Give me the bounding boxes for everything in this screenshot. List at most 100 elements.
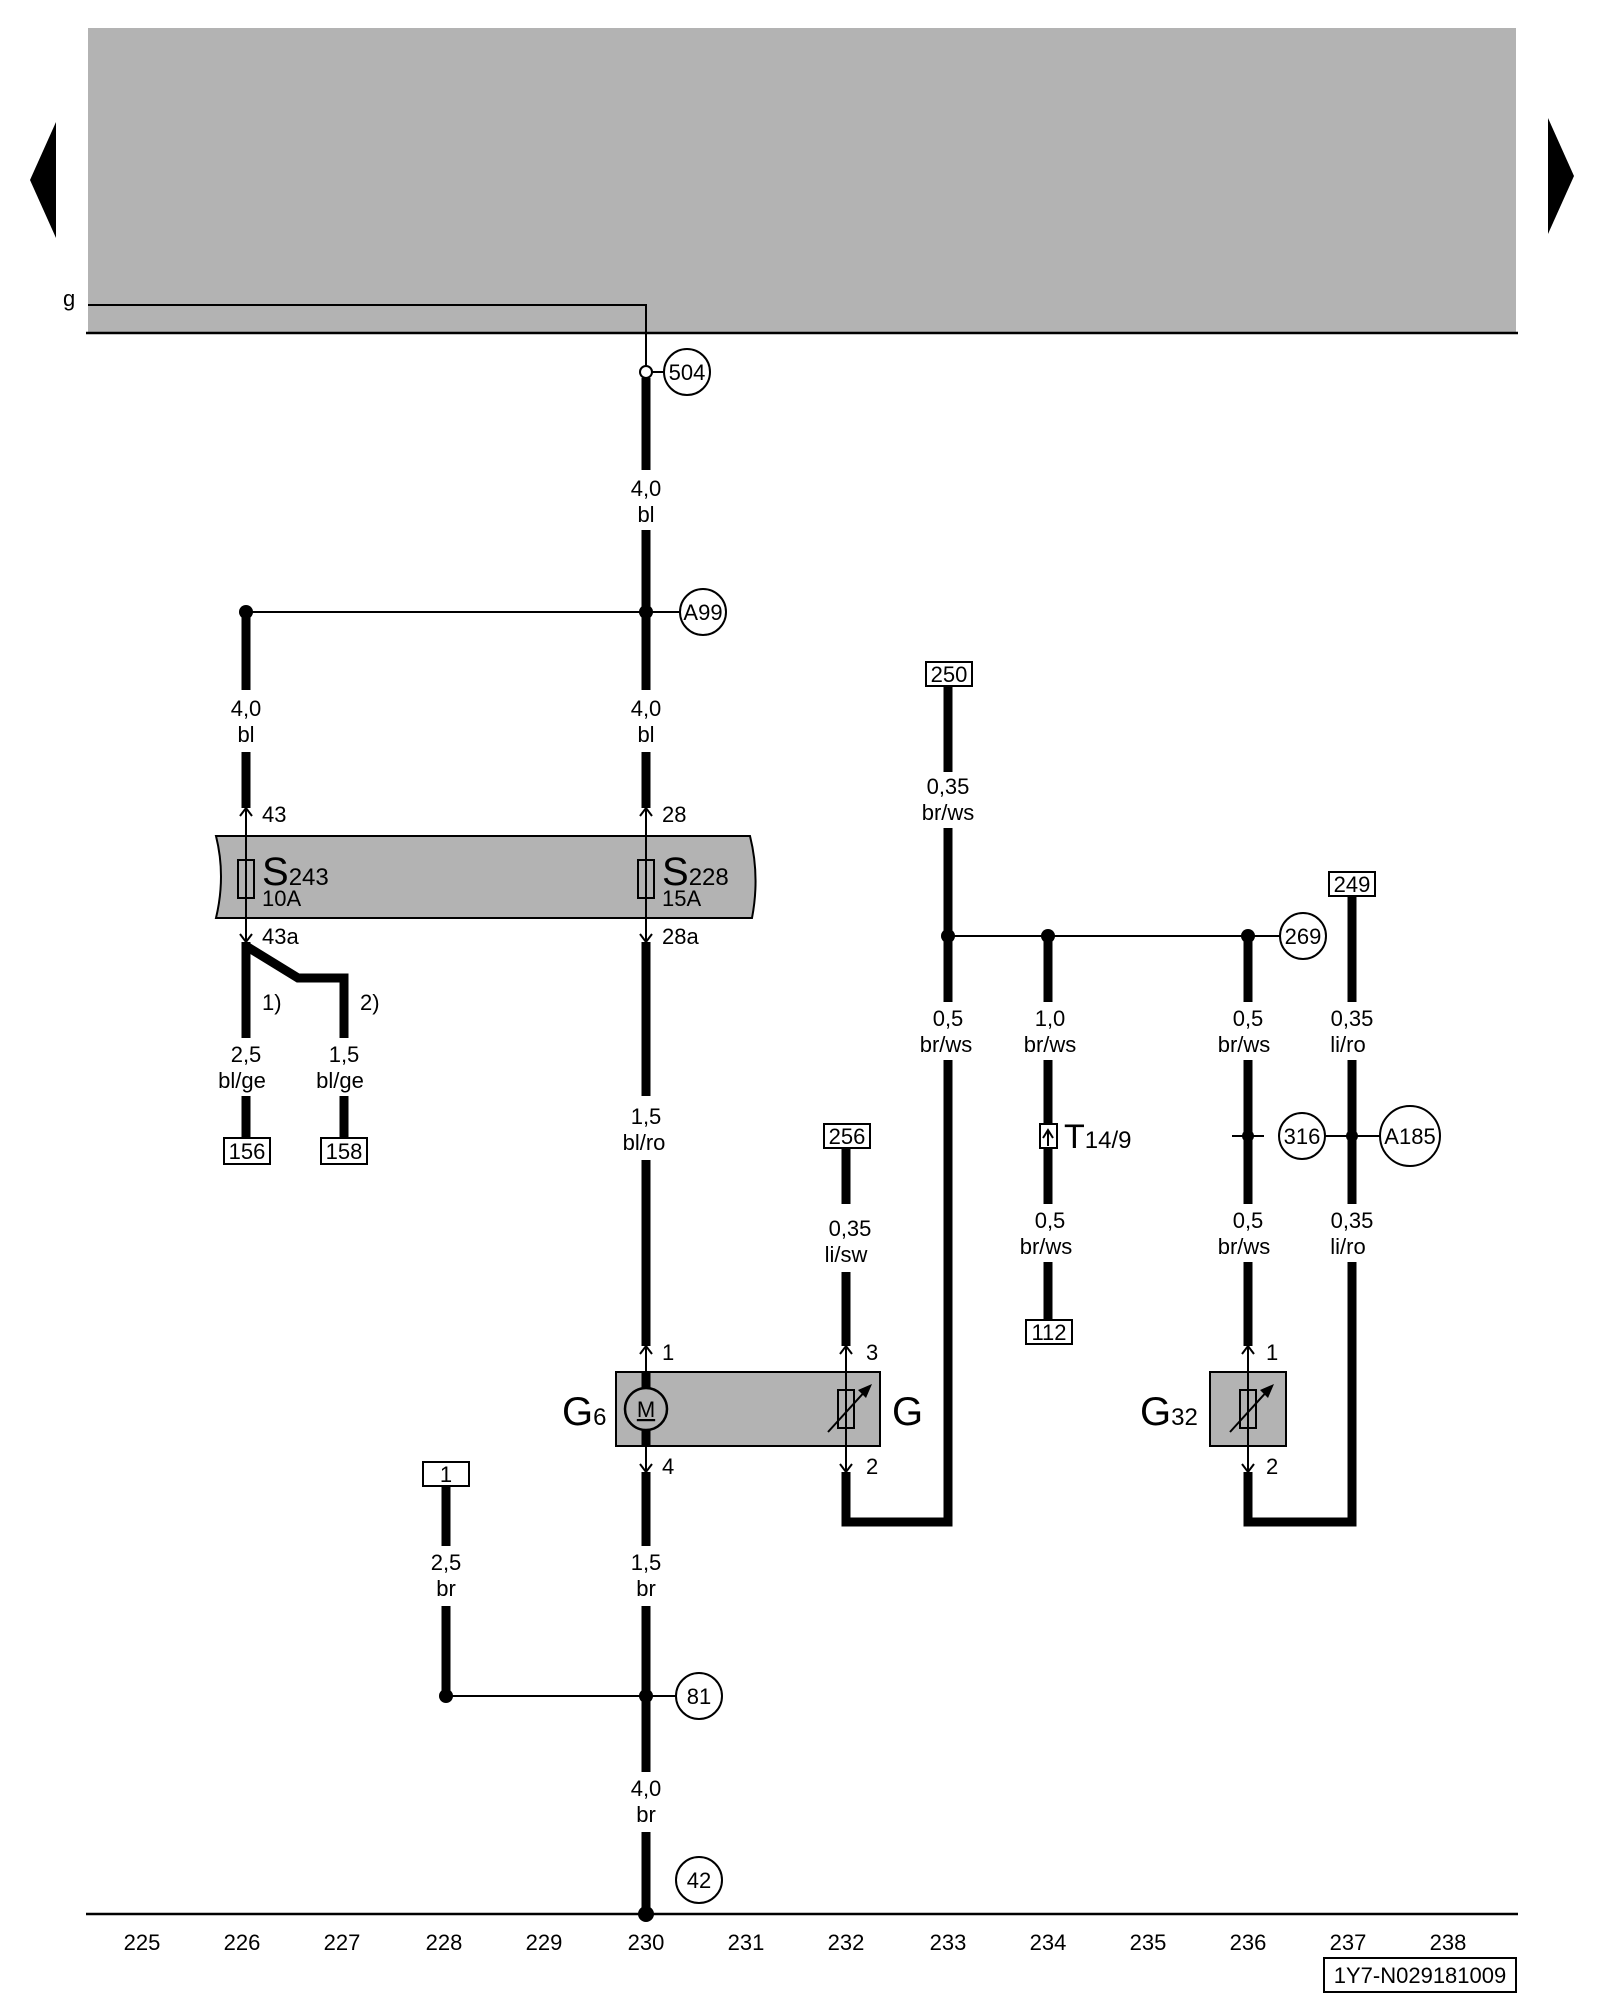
g32-arrow-head-icon (1260, 1384, 1274, 1398)
wire-w12-gauge: 0,35 (829, 1216, 872, 1241)
ref-box-249[interactable] (1328, 871, 1376, 897)
connection-a185-ring (1379, 1105, 1441, 1167)
wire-w17-gauge: 1,5 (631, 1550, 662, 1575)
s228-name: S228 (662, 850, 729, 894)
column-number: 233 (930, 1930, 967, 1955)
wire-w13-gauge: 0,5 (1233, 1006, 1264, 1031)
wire-w8 (841, 1060, 953, 1527)
column-number: 232 (828, 1930, 865, 1955)
s243-pin-in: 43 (262, 802, 286, 827)
g32-pin-top: 1 (1266, 1340, 1278, 1365)
g-sensor-variable-arrow-icon (827, 1387, 869, 1433)
ref-box-158[interactable] (320, 1137, 368, 1165)
wire-w4-color: bl/ge (218, 1068, 266, 1093)
wire-g-input (88, 304, 647, 370)
splice-316-dot (1242, 1130, 1254, 1142)
ref-box-156[interactable] (223, 1137, 271, 1165)
wire-w5-color: bl/ge (316, 1068, 364, 1093)
column-number: 235 (1130, 1930, 1167, 1955)
g-name: G (892, 1390, 923, 1434)
ref-box-250-label: 250 (931, 662, 968, 687)
wire-w8-gauge: 0,5 (933, 1006, 964, 1031)
wire-w7-gauge: 0,35 (927, 774, 970, 799)
connection-269-label: 269 (1285, 924, 1322, 949)
connection-269-ring (1279, 912, 1327, 960)
note-1: 1) (262, 990, 282, 1015)
column-number: 226 (224, 1930, 261, 1955)
wire-w9-color: br/ws (1024, 1032, 1077, 1057)
fuse-holder-band (214, 835, 757, 919)
g32-name: G32 (1140, 1390, 1198, 1434)
ground-42-ring (675, 1856, 723, 1904)
column-numbers: 225 226 227 228 229 230 231 232 233 234 … (124, 1930, 1467, 1955)
wire-w18-gauge: 4,0 (631, 1776, 662, 1801)
g32-pin-bottom: 2 (1266, 1454, 1278, 1479)
wire-w8-color: br/ws (920, 1032, 973, 1057)
wire-w6-gauge: 1,5 (631, 1104, 662, 1129)
wire-w6-color: bl/ro (623, 1130, 666, 1155)
column-number: 238 (1430, 1930, 1467, 1955)
motor-icon (623, 1386, 669, 1432)
diagram-code: 1Y7-N029181009 (1334, 1963, 1506, 1988)
column-number: 231 (728, 1930, 765, 1955)
ref-box-112[interactable] (1025, 1319, 1073, 1345)
splice-a185-dot (1346, 1130, 1358, 1142)
ref-box-256-label: 256 (829, 1124, 866, 1149)
g6-pin-top: 1 (662, 1340, 674, 1365)
wire-w18-color: br (636, 1802, 656, 1827)
g6-sub: 6 (593, 1404, 606, 1431)
connection-504-open-point (639, 365, 653, 379)
wire-w3-color: bl (637, 722, 654, 747)
wire-w13-color: br/ws (1218, 1032, 1271, 1057)
column-number: 230 (628, 1930, 665, 1955)
wire-w15-color: li/ro (1330, 1234, 1365, 1259)
column-number: 225 (124, 1930, 161, 1955)
s228-pin-in: 28 (662, 802, 686, 827)
column-number: 229 (526, 1930, 563, 1955)
wire-w4-gauge: 2,5 (231, 1042, 262, 1067)
ref-box-1-label: 1 (440, 1462, 452, 1487)
wire-w7-color: br/ws (922, 800, 975, 825)
s243-pin-out: 43a (262, 924, 299, 949)
column-number: 236 (1230, 1930, 1267, 1955)
prev-page-arrow-icon[interactable] (30, 122, 56, 238)
wire-w14-color: br/ws (1218, 1234, 1271, 1259)
ref-box-249-label: 249 (1334, 872, 1371, 897)
diagram-code-box (1323, 1957, 1517, 1993)
g-sensor-arrow-head-icon (858, 1384, 872, 1398)
s243-rating: 10A (262, 886, 301, 911)
column-number: 234 (1030, 1930, 1067, 1955)
connector-t14-sub: 14/9 (1085, 1127, 1132, 1154)
s243-sub: 243 (289, 864, 329, 891)
g-sensor-resistor-icon (837, 1389, 855, 1429)
ref-box-158-label: 158 (326, 1139, 363, 1164)
column-number: 227 (324, 1930, 361, 1955)
s228-pin-out: 28a (662, 924, 699, 949)
ref-box-256[interactable] (823, 1123, 871, 1149)
wire-w11-color: li/ro (1330, 1032, 1365, 1057)
g32-sub: 32 (1171, 1404, 1198, 1431)
connection-a185-label: A185 (1384, 1124, 1435, 1149)
g6-pin-bottom: 4 (662, 1454, 674, 1479)
connection-316-label: 316 (1284, 1124, 1321, 1149)
connection-a99-ring (679, 588, 727, 636)
wire-w2-gauge: 4,0 (231, 696, 262, 721)
s228-rating: 15A (662, 886, 701, 911)
next-page-arrow-icon[interactable] (1548, 118, 1574, 234)
wire-w5 (243, 942, 349, 1038)
wire-w17-color: br (636, 1576, 656, 1601)
input-label-g: g (63, 286, 75, 311)
note-2: 2) (360, 990, 380, 1015)
connection-504-ring (663, 348, 711, 396)
wire-w16-color: br (436, 1576, 456, 1601)
ref-box-250[interactable] (925, 661, 973, 687)
wire-w11-gauge: 0,35 (1331, 1006, 1374, 1031)
wire-w16-gauge: 2,5 (431, 1550, 462, 1575)
wire-w15-gauge: 0,35 (1331, 1208, 1374, 1233)
wire-w14-gauge: 0,5 (1233, 1208, 1264, 1233)
g-pin-top: 3 (866, 1340, 878, 1365)
ground-42-label: 42 (687, 1868, 711, 1893)
ref-box-156-label: 156 (229, 1139, 266, 1164)
s243-name: S243 (262, 850, 329, 894)
